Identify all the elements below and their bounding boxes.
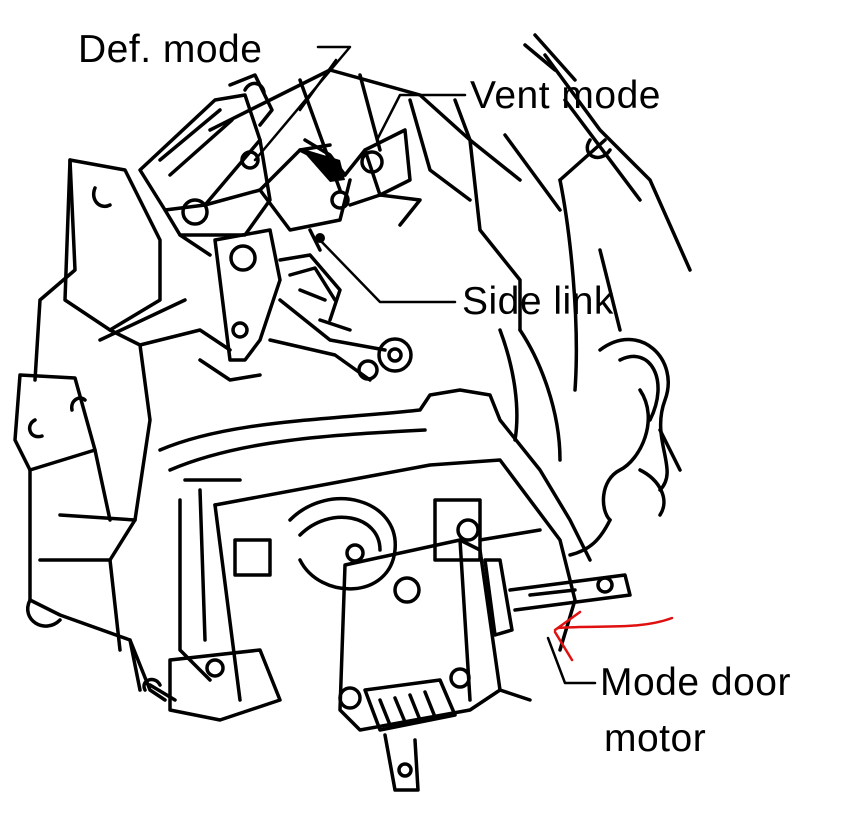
label-mode-door-motor-line2: motor <box>604 717 707 760</box>
leader-vent-mode <box>376 93 467 140</box>
leader-lines <box>253 45 597 685</box>
wire-harness <box>568 337 682 557</box>
lower-housing <box>148 388 592 722</box>
leader-def-mode <box>253 45 352 162</box>
label-mode-door-motor-line1: Mode door <box>600 661 791 704</box>
leader-side-link <box>316 236 457 304</box>
label-side-link: Side link <box>462 280 614 323</box>
def-mode-arrow <box>300 148 345 182</box>
mode-door-motor <box>338 518 632 792</box>
vent-mode-cam <box>343 128 422 227</box>
label-vent-mode: Vent mode <box>470 74 661 117</box>
label-def-mode: Def. mode <box>78 28 263 71</box>
leader-mode-door-motor <box>546 636 597 685</box>
upper-housing <box>208 33 692 462</box>
housing-body <box>13 158 232 702</box>
red-annotation-arrow <box>553 610 674 662</box>
side-link-arm <box>198 228 413 382</box>
